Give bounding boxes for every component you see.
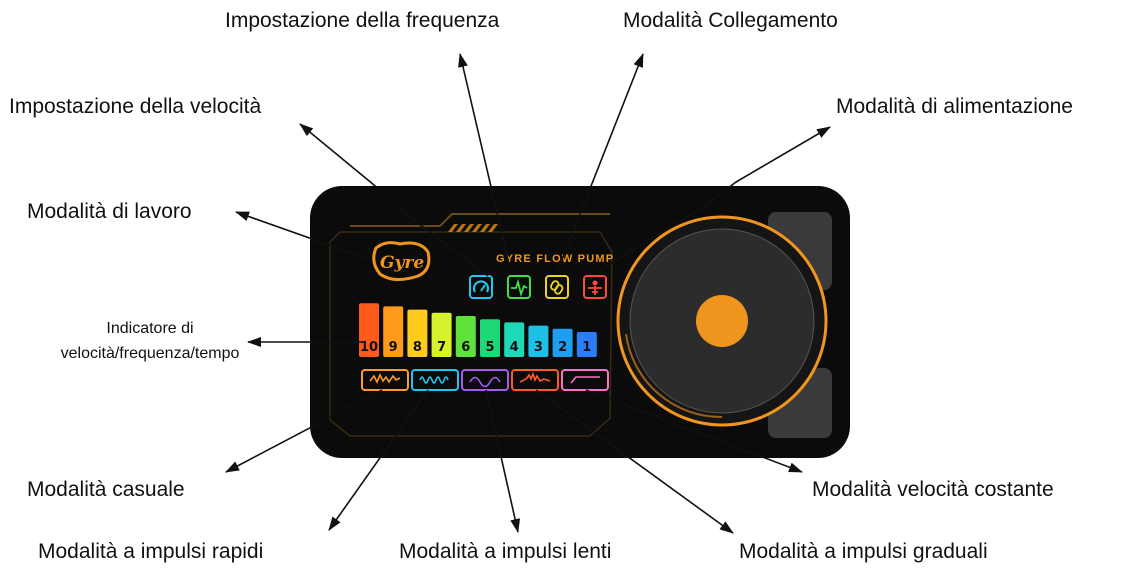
speed-setting-label: Impostazione della velocità [9, 95, 262, 118]
product-name: GYRE FLOW PUMP [496, 253, 614, 265]
level-bar-fill [407, 309, 428, 357]
work-mode-label: Modalità di lavoro [27, 200, 192, 223]
level-bar-label: 9 [389, 340, 398, 355]
level-bar-fill [455, 316, 476, 357]
level-bar-6: 6 [455, 316, 476, 357]
arrow-speed-setting [299, 123, 489, 277]
level-bar-fill [552, 328, 573, 357]
arrow-power-mode [599, 126, 831, 271]
mode-button-frame [511, 369, 559, 391]
waveform-icon [519, 371, 551, 383]
level-bar-3: 3 [528, 325, 549, 357]
hatch-decoration [448, 224, 498, 232]
waveform-icon [369, 373, 401, 384]
mode-button-frame [561, 369, 609, 391]
arrow-constant-speed-mode [585, 389, 803, 473]
level-bar-fill [576, 332, 597, 357]
random-mode-label: Modalità casuale [27, 478, 185, 501]
level-bar-label: 6 [461, 340, 470, 355]
slow-pulse-mode-button[interactable] [461, 369, 509, 391]
arrow-work-mode [235, 211, 367, 259]
gradual-pulse-mode-label: Modalità a impulsi graduali [739, 540, 988, 563]
gyre-logo: Gyre [372, 241, 431, 281]
indicator-label: Indicatore di velocità/frequenza/tempo [5, 317, 295, 367]
indicator-label-line2: velocità/frequenza/tempo [60, 344, 240, 362]
link-icon[interactable] [545, 275, 569, 299]
level-bar-fill [504, 322, 525, 357]
panel-top-trim [350, 213, 610, 227]
panel-inner-outline [329, 231, 613, 437]
knob-accent-arc [625, 333, 723, 419]
random-mode-button[interactable] [361, 369, 409, 391]
level-bar-2: 2 [552, 328, 573, 357]
frequency-setting-label: Impostazione della frequenza [225, 9, 500, 32]
fast-pulse-mode-button[interactable] [411, 369, 459, 391]
level-bar-label: 7 [437, 340, 446, 355]
constant-speed-mode-label: Modalità velocità costante [812, 478, 1054, 501]
pulse-wave-icon[interactable] [507, 275, 531, 299]
level-bar-label: 4 [510, 340, 519, 355]
level-bar-9: 9 [383, 306, 404, 357]
mode-button-frame [361, 369, 409, 391]
level-bar-7: 7 [431, 312, 452, 357]
level-bar-label: 2 [558, 340, 567, 355]
fast-pulse-mode-label: Modalità a impulsi rapidi [38, 540, 264, 563]
arrow-fast-pulse-mode [328, 389, 429, 531]
level-bar-label: 3 [534, 340, 543, 355]
indicator-label-line1: Indicatore di [106, 320, 194, 337]
level-bar-8: 8 [407, 309, 428, 357]
level-bar-label: 8 [413, 340, 422, 355]
level-bar-label: 10 [360, 340, 378, 355]
level-bar-fill [480, 319, 500, 357]
feed-mode-icon[interactable] [583, 275, 607, 299]
callout-arrows [225, 53, 831, 534]
power-mode-label: Modalità di alimentazione [836, 95, 1073, 118]
arrow-random-mode [225, 389, 383, 473]
mode-button-frame [411, 369, 459, 391]
logo-text: Gyre [380, 253, 424, 273]
level-bar-fill [528, 325, 549, 357]
level-bar-label: 1 [582, 340, 591, 355]
mode-button-frame [461, 369, 509, 391]
level-bar-fill [359, 303, 379, 357]
link-mode-label: Modalità Collegamento [623, 9, 838, 32]
level-bar-label: 5 [485, 340, 494, 355]
constant-speed-mode-button[interactable] [561, 369, 609, 391]
waveform-icon [570, 376, 600, 384]
arrow-gradual-pulse-mode [535, 389, 734, 534]
arrow-slow-pulse-mode [485, 389, 521, 533]
arrow-frequency-setting [458, 53, 511, 269]
level-bar-4: 4 [504, 322, 525, 357]
level-bar-10: 10 [359, 303, 379, 357]
mode-buttons [361, 369, 609, 391]
waveform-icon [469, 376, 501, 388]
slow-pulse-mode-label: Modalità a impulsi lenti [399, 540, 612, 563]
arrow-link-mode [557, 53, 644, 271]
level-bar-1: 1 [576, 332, 597, 357]
speed-gauge-icon[interactable] [469, 275, 493, 299]
knob-center-dot [696, 295, 748, 347]
level-bar-5: 5 [480, 319, 500, 357]
waveform-icon [419, 376, 449, 384]
gradual-pulse-mode-button[interactable] [511, 369, 559, 391]
level-bar-fill [431, 312, 452, 357]
level-bar-fill [383, 306, 404, 357]
